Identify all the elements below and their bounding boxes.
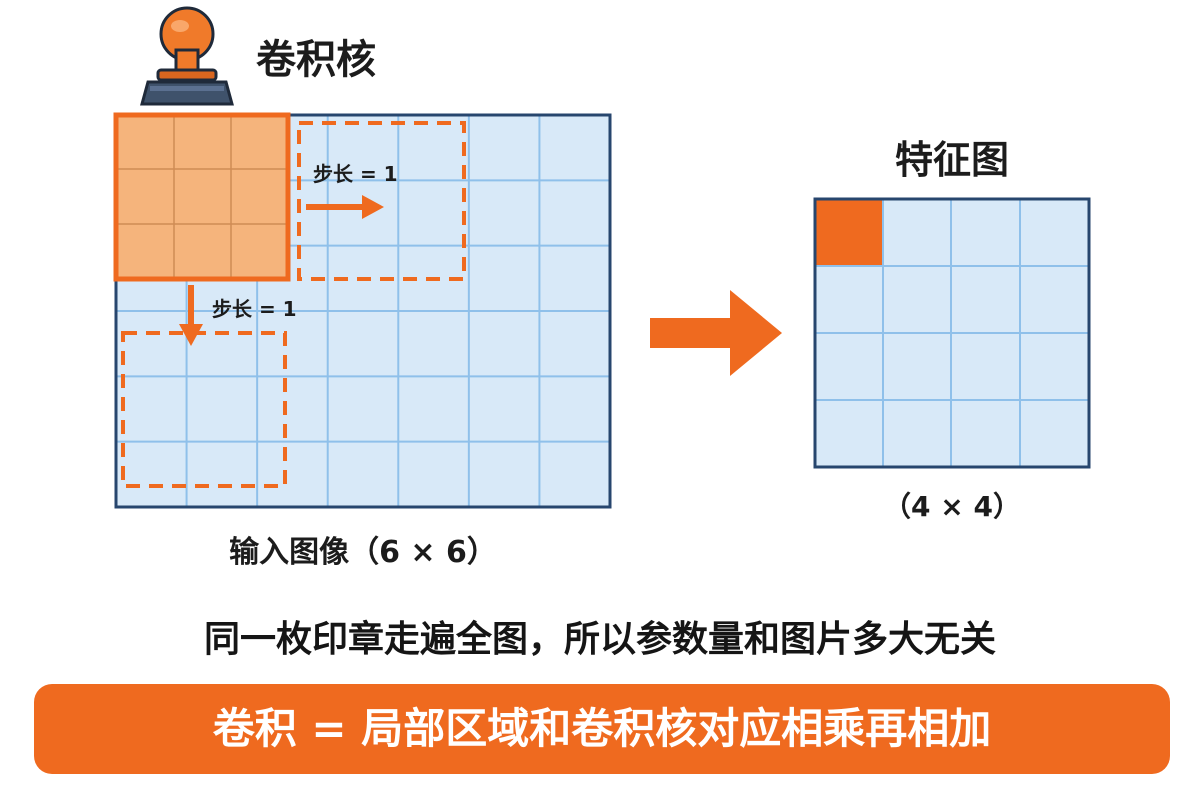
formula-text: 卷积 = 局部区域和卷积核对应相乘再相加 [212,704,992,753]
feature-map-grid [813,197,1091,469]
kernel-grid-lines [116,115,288,279]
summary-text: 同一枚印章走遍全图，所以参数量和图片多大无关 [203,619,996,660]
stamp-icon [140,6,234,106]
stride-right-label: 步长 = 1 [313,162,398,186]
stride-window-right [297,121,466,281]
convolution-diagram: 步长 = 1 步长 = 1 卷积核 特征图 （4 × 4） 输入图像（6 × 6… [113,6,1091,570]
feature-map-border [813,197,1091,469]
stride-window-down [121,331,287,488]
input-image-border [114,113,612,509]
arrow-right-icon [650,290,782,376]
stride-down-label: 步长 = 1 [212,297,297,321]
kernel-border [113,112,291,282]
kernel-label: 卷积核 [256,37,376,83]
formula-banner: 卷积 = 局部区域和卷积核对应相乘再相加 [34,684,1170,774]
arrow-down-icon [179,285,203,346]
output-caption: （4 × 4） [883,490,1021,523]
kernel-region [116,115,288,279]
input-caption: 输入图像（6 × 6） [229,535,497,570]
arrow-right-icon [306,195,384,219]
feature-map-grid-lines [815,199,1089,467]
feature-map-label: 特征图 [895,138,1009,182]
feature-map-active-cell [815,199,883,266]
kernel-window [113,112,291,282]
